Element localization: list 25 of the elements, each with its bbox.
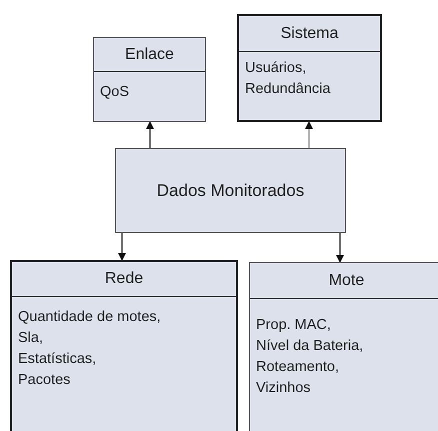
attribute-text: Usuários, — [245, 59, 308, 78]
attribute-text: QoS — [100, 83, 130, 102]
class-box — [93, 37, 206, 122]
attribute-text: Estatísticas, — [18, 350, 98, 369]
box-title: Sistema — [280, 24, 338, 44]
arrow — [146, 121, 154, 148]
attribute-text: Prop. MAC, — [256, 316, 332, 335]
data-box — [115, 148, 346, 233]
attribute-text: Vizinhos — [256, 379, 312, 398]
class-box — [10, 260, 238, 431]
class-box — [237, 14, 382, 122]
box-title: Enlace — [125, 44, 174, 64]
attribute-text: Quantidade de motes, — [18, 308, 162, 327]
attribute-text: Roteamento, — [256, 358, 340, 377]
class-box — [249, 262, 438, 431]
box-title: Rede — [104, 269, 144, 289]
box-label: Dados Monitorados — [156, 180, 304, 202]
arrow — [305, 121, 313, 148]
arrow — [118, 233, 126, 261]
attribute-text: Redundância — [245, 80, 332, 99]
arrow — [336, 233, 344, 263]
attribute-text: Pacotes — [18, 371, 72, 390]
attribute-text: Nível da Bateria, — [256, 337, 364, 356]
box-title: Mote — [328, 270, 364, 290]
attribute-text: Sla, — [18, 329, 44, 348]
